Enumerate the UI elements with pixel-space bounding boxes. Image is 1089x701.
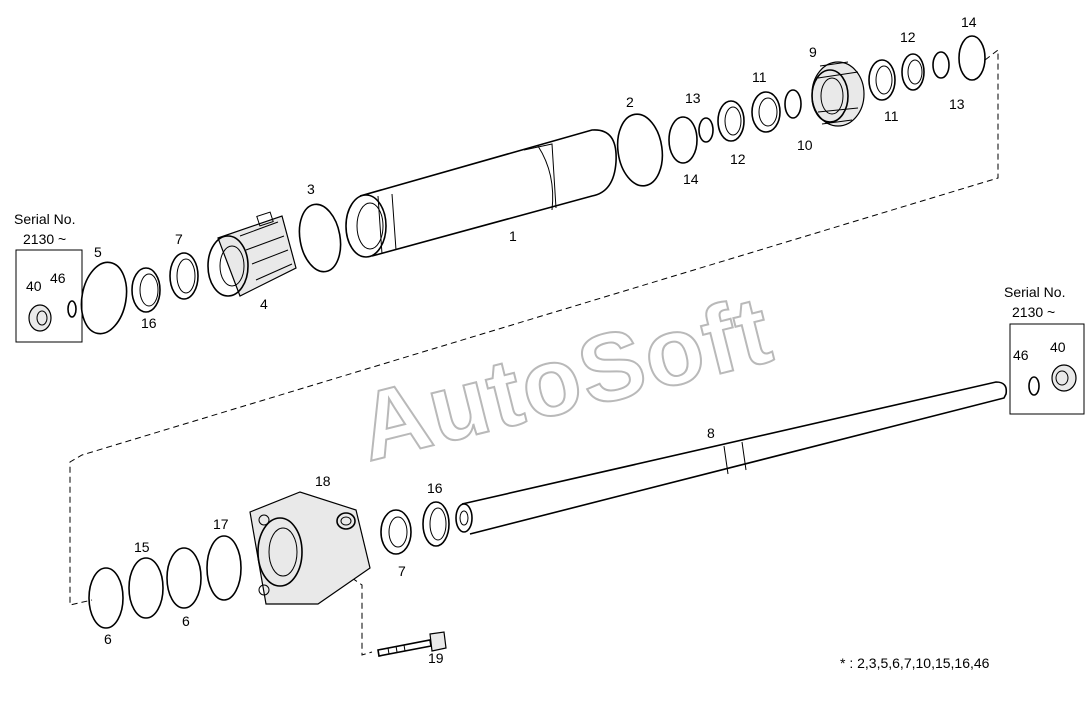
label-part-5: 5 [94,244,102,260]
wear-ring-16-upper-icon [131,267,161,313]
backup-ring-13-upper-icon [698,117,714,143]
ring-6-left-icon [88,567,124,629]
label-part-12b: 12 [900,29,916,45]
label-part-6b: 6 [182,613,190,629]
label-part-16a: 16 [141,315,157,331]
gland-9-icon [811,61,865,127]
label-part-11a: 11 [752,69,767,85]
piston-rod-8-icon [455,381,1008,535]
label-part-15: 15 [134,539,150,555]
label-part-7b: 7 [398,563,406,579]
serial-part-46-right: 46 [1013,347,1029,363]
serial-title-left: Serial No. [14,211,75,227]
serial-part-40-right: 40 [1050,339,1066,355]
label-part-3: 3 [307,181,315,197]
ring-11-left-icon [751,91,781,133]
ring-11-right-icon [868,59,896,101]
serial-range-right: 2130 ~ [1012,304,1055,320]
o-ring-10-icon [784,89,802,119]
seal-7-upper-icon [169,252,199,300]
backup-ring-13-lower-icon [932,51,950,79]
assembly-guide-line-bolt [351,577,373,656]
label-part-2: 2 [626,94,634,110]
label-part-6a: 6 [104,631,112,647]
label-part-8: 8 [707,425,715,441]
label-part-1: 1 [509,228,517,244]
seal-12-lower-icon [717,100,745,142]
serial-part-40-left: 40 [26,278,42,294]
seal-12-upper-icon [901,53,925,91]
ring-17-icon [206,535,242,601]
ring-15-icon [128,557,164,619]
serial-title-right: Serial No. [1004,284,1065,300]
serial-box-right: Serial No. 2130 ~ 46 40 [1004,284,1085,415]
snap-ring-14-lower-icon [668,116,698,164]
label-part-10: 10 [797,137,813,153]
o-ring-2-icon [616,113,664,187]
serial-box-left: Serial No. 2130 ~ 40 46 [14,211,83,343]
ring-6-right-icon [166,547,202,609]
footnote-parts-list: * : 2,3,5,6,7,10,15,16,46 [840,655,990,671]
label-part-18: 18 [315,473,331,489]
serial-part-46-left: 46 [50,270,66,286]
o-ring-46-right-icon [1028,376,1040,396]
bushing-40-left-icon [28,304,52,332]
label-part-4: 4 [260,296,268,312]
label-part-12a: 12 [730,151,746,167]
bushing-40-right-icon [1051,364,1077,392]
bolt-19-icon [377,631,447,657]
label-part-13b: 13 [949,96,965,112]
assembly-guide-line-upper [69,48,999,606]
label-part-7a: 7 [175,231,183,247]
seal-7-lower-icon [380,509,412,555]
seal-ring-5-icon [80,261,128,335]
label-part-19: 19 [428,650,444,666]
piston-4-icon [207,211,297,297]
label-part-9: 9 [809,44,817,60]
label-part-11b: 11 [884,108,899,124]
cylinder-tube-1-icon [345,129,617,258]
label-part-17: 17 [213,516,229,532]
o-ring-46-left-icon [67,300,77,318]
rod-head-18-icon [249,491,371,605]
label-part-14b: 14 [961,14,977,30]
snap-ring-14-upper-icon [958,35,986,81]
serial-range-left: 2130 ~ [23,231,66,247]
watermark-text: AutoSoft [348,276,783,482]
o-ring-3-icon [298,203,342,273]
label-part-14a: 14 [683,171,699,187]
label-part-13a: 13 [685,90,701,106]
label-part-16b: 16 [427,480,443,496]
wear-ring-16-lower-icon [422,501,450,547]
